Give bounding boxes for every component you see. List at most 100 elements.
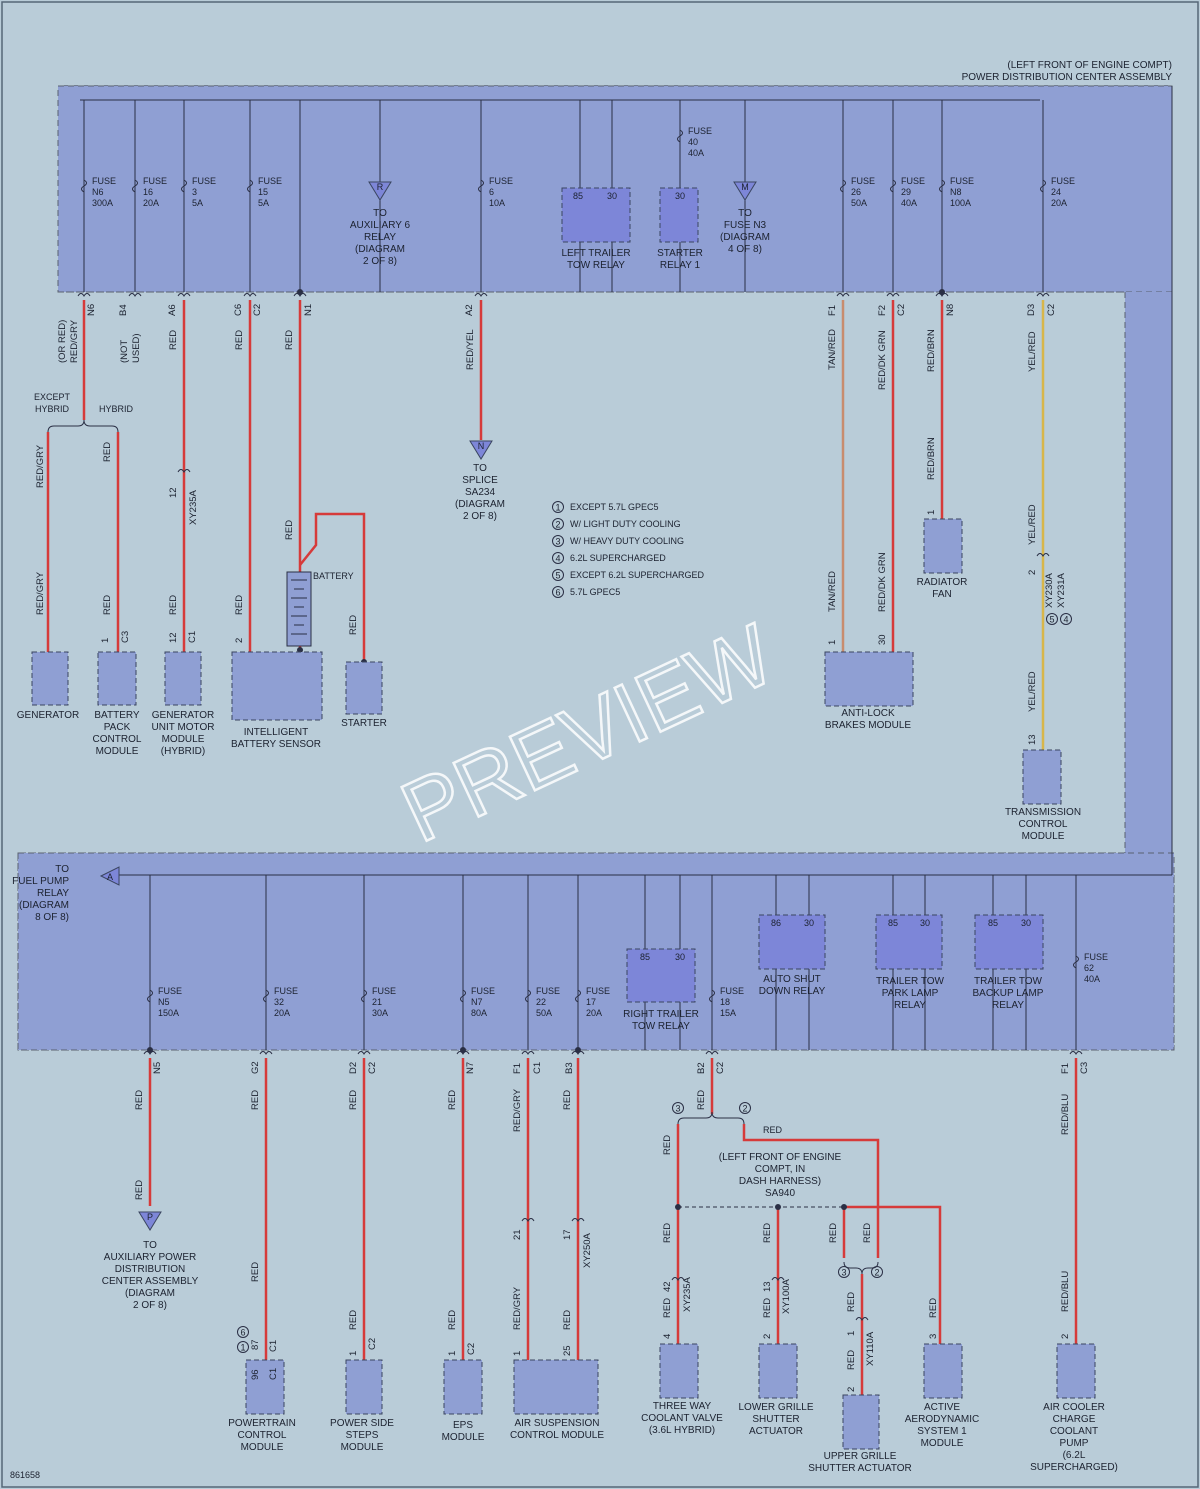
pdc-title: POWER DISTRIBUTION CENTER ASSEMBLY — [962, 72, 1173, 83]
ref-p-text: DISTRIBUTION — [115, 1264, 186, 1275]
conn-d3: D3 — [1026, 304, 1037, 316]
relay-pin: 85 — [888, 918, 898, 928]
pin-label: 2 — [846, 1387, 857, 1392]
power-side-steps-module — [345, 1359, 383, 1415]
ref-p-aux-pdc-letter: P — [147, 1212, 153, 1222]
air-cooler-pump-label: (6.2L — [1063, 1450, 1086, 1461]
ref-n-text: 2 OF 8) — [463, 511, 497, 522]
pin-label: 2 — [1027, 570, 1038, 575]
splice-label: XY231A — [1056, 572, 1067, 608]
three-way-valve-label: (3.6L HYBRID) — [649, 1425, 715, 1436]
radiator-fan-label: FAN — [932, 589, 951, 600]
components — [31, 129, 1096, 1450]
conn-b2: B2 — [696, 1062, 707, 1074]
pcm-label: CONTROL — [238, 1430, 287, 1441]
ref-n-splice-sa234 — [469, 440, 493, 460]
fuse-62-number: 62 — [1084, 963, 1094, 973]
splice-label: XY235A — [188, 489, 199, 525]
option-circle-num: 4 — [1063, 615, 1068, 625]
splice-label: XY235A — [682, 1276, 693, 1312]
connector-symbol — [671, 1277, 685, 1281]
fuse-29-label: FUSE — [901, 176, 925, 186]
battery-label: BATTERY — [313, 571, 354, 581]
conn-b3: B3 — [564, 1062, 575, 1074]
option-circle-num: 1 — [240, 1343, 245, 1353]
fuse-n8-label: FUSE — [950, 176, 974, 186]
connector-symbol — [521, 1218, 535, 1222]
wire-color: RED — [762, 1223, 773, 1243]
connector-symbol — [456, 1051, 470, 1055]
pin-label: 2 — [1060, 1334, 1071, 1339]
legend-text: W/ HEAVY DUTY COOLING — [570, 536, 684, 546]
pin-label: 1 — [827, 640, 838, 645]
wire-color: RED — [562, 1310, 573, 1330]
ref-r-text: 2 OF 8) — [363, 256, 397, 267]
upper-grille-shutter-actuator — [842, 1394, 880, 1450]
conn-a2: A2 — [464, 304, 475, 316]
conn-label: C1 — [268, 1340, 279, 1352]
junction-dot — [297, 289, 303, 295]
wire-color: RED — [284, 520, 295, 540]
wire-color: RED — [250, 1090, 261, 1110]
power-side-steps-label: STEPS — [346, 1430, 379, 1441]
connector-symbol — [143, 1051, 157, 1055]
fuse-n5-number: N5 — [158, 997, 170, 1007]
connector-symbol — [571, 1051, 585, 1055]
fuse-6-number: 6 — [489, 187, 494, 197]
gum-label: MODULE — [162, 734, 205, 745]
legend-circle — [552, 518, 564, 530]
upper-grille-label: SHUTTER ACTUATOR — [808, 1463, 912, 1474]
wire-color: RED — [284, 330, 295, 350]
eps-label: MODULE — [442, 1432, 485, 1443]
wire-color: RED/DK GRN — [877, 552, 888, 612]
fuse-16 — [132, 179, 138, 193]
left-trailer-tow-relay-label: TOW RELAY — [567, 260, 625, 271]
wire-color: TAN/RED — [827, 329, 838, 370]
ref-n-text: (DIAGRAM — [455, 499, 505, 510]
ref-m-text: (DIAGRAM — [720, 232, 770, 243]
fuse-29-rating: 40A — [901, 198, 917, 208]
junction-dot — [841, 1204, 847, 1210]
wire-color: TAN/RED — [827, 571, 838, 612]
pin-label: 12 — [168, 487, 179, 498]
battery — [286, 571, 312, 647]
backup-lamp-relay-label: TRAILER TOW — [974, 976, 1043, 987]
option-circle — [871, 1266, 883, 1278]
pin-label: 87 — [250, 1339, 261, 1350]
option-circle — [237, 1326, 249, 1338]
conn-label: C2 — [466, 1343, 477, 1355]
relay-pin: 85 — [988, 918, 998, 928]
ref-m-text: 4 OF 8) — [728, 244, 762, 255]
wire-color: RED — [234, 595, 245, 615]
air-cooler-pump-label: CHARGE — [1053, 1414, 1096, 1425]
wire-color: YEL/RED — [1027, 331, 1038, 372]
ref-r-auxiliary-6-relay — [368, 181, 392, 201]
asd-relay-label: AUTO SHUT — [763, 974, 821, 985]
fuse-15-label: FUSE — [258, 176, 282, 186]
pin-label: 17 — [562, 1229, 573, 1240]
connector-symbol — [1069, 1051, 1083, 1055]
park-lamp-relay-label: RELAY — [894, 1000, 926, 1011]
wire-color: RED — [763, 1125, 783, 1135]
starter-label: STARTER — [341, 718, 387, 729]
pin-label: 2 — [234, 638, 245, 643]
splice-label: XY100A — [781, 1278, 792, 1314]
labels: FUSEN6300AFUSE1620AFUSE35AFUSE155AFUSE61… — [12, 126, 1118, 1474]
connector-symbol — [935, 293, 949, 297]
conn-g2: G2 — [250, 1061, 261, 1074]
power-side-steps-label: MODULE — [341, 1442, 384, 1453]
ref-a-text: TO — [55, 864, 69, 875]
pin-label: 1 — [846, 1331, 857, 1336]
connector-symbol — [521, 1051, 535, 1055]
fuse-n8 — [939, 179, 945, 193]
battery-pack-label: CONTROL — [93, 734, 142, 745]
legend-text: 6.2L SUPERCHARGED — [570, 553, 666, 563]
wire-color: RED — [447, 1310, 458, 1330]
wire-color: RED — [102, 595, 113, 615]
generator — [31, 651, 69, 706]
option-circle-num: 5 — [1049, 615, 1054, 625]
wire-color: RED — [134, 1090, 145, 1110]
wire-color: RED — [168, 330, 179, 350]
park-lamp-relay-label: PARK LAMP — [882, 988, 939, 999]
